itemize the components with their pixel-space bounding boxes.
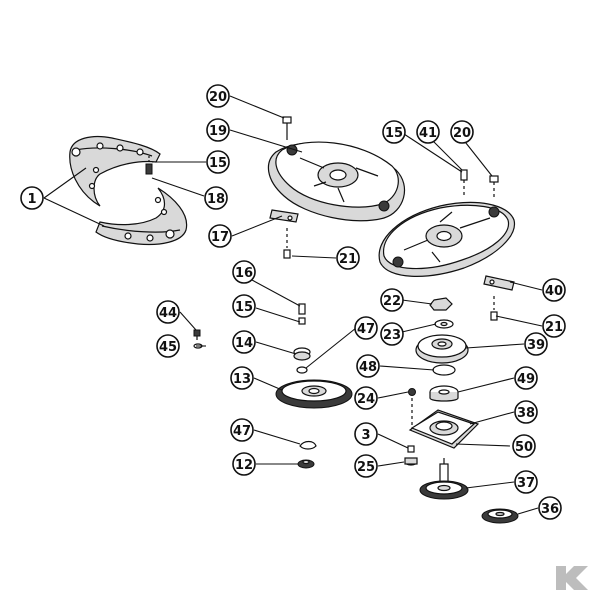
- callout-21-right: 21: [542, 314, 566, 338]
- svg-text:39: 39: [527, 338, 545, 353]
- svg-text:47: 47: [357, 322, 375, 337]
- svg-text:22: 22: [383, 294, 401, 309]
- callout-20-left: 20: [206, 84, 230, 108]
- svg-text:37: 37: [517, 476, 535, 491]
- svg-text:21: 21: [545, 320, 563, 335]
- svg-text:41: 41: [419, 126, 437, 141]
- callout-15-lower: 15: [232, 294, 256, 318]
- part-gear-13: [275, 379, 353, 409]
- callout-39: 39: [524, 332, 548, 356]
- svg-text:49: 49: [517, 372, 535, 387]
- svg-text:25: 25: [357, 460, 375, 475]
- svg-text:15: 15: [209, 156, 227, 171]
- callout-38: 38: [514, 400, 538, 424]
- svg-text:20: 20: [453, 126, 471, 141]
- svg-text:44: 44: [159, 306, 177, 321]
- part-stack-left: [293, 303, 311, 374]
- callout-48: 48: [356, 354, 380, 378]
- callout-41: 41: [416, 120, 440, 144]
- part-bolt-15-left: [145, 156, 153, 175]
- callout-19: 19: [206, 118, 230, 142]
- callout-20-right: 20: [450, 120, 474, 144]
- leader-lines: [43, 95, 543, 515]
- callout-3: 3: [354, 422, 378, 446]
- svg-text:40: 40: [545, 284, 563, 299]
- callout-14: 14: [232, 330, 256, 354]
- part-stack-lower-left: [297, 440, 317, 469]
- part-knife-17: [269, 209, 299, 223]
- svg-text:1: 1: [27, 192, 36, 207]
- svg-text:47: 47: [233, 424, 251, 439]
- svg-text:24: 24: [357, 392, 375, 407]
- svg-text:12: 12: [235, 458, 253, 473]
- part-cutter-disc-left: [267, 141, 406, 222]
- callout-1: 1: [20, 186, 44, 210]
- callout-22: 22: [380, 288, 404, 312]
- callout-16: 16: [232, 260, 256, 284]
- part-bolt-21-left: [283, 228, 291, 259]
- svg-text:16: 16: [235, 266, 253, 281]
- svg-text:18: 18: [207, 192, 225, 207]
- svg-text:15: 15: [235, 300, 253, 315]
- svg-text:45: 45: [159, 340, 177, 355]
- callout-25: 25: [354, 454, 378, 478]
- svg-text:48: 48: [359, 360, 377, 375]
- callout-47-lower: 47: [230, 418, 254, 442]
- part-screw-44-45: [193, 329, 203, 349]
- svg-text:15: 15: [385, 126, 403, 141]
- svg-text:19: 19: [209, 124, 227, 139]
- callout-40: 40: [542, 278, 566, 302]
- callout-21-left: 21: [336, 246, 360, 270]
- callout-15-left: 15: [206, 150, 230, 174]
- part-stack-right: [404, 297, 519, 524]
- brand-logo: [556, 566, 588, 590]
- callout-45: 45: [156, 334, 180, 358]
- callout-13: 13: [230, 366, 254, 390]
- part-knife-40: [483, 275, 515, 291]
- svg-text:36: 36: [541, 502, 559, 517]
- callout-23: 23: [380, 322, 404, 346]
- part-bolts-right: [460, 169, 499, 200]
- callout-36: 36: [538, 496, 562, 520]
- callout-24: 24: [354, 386, 378, 410]
- svg-text:17: 17: [211, 230, 229, 245]
- svg-text:3: 3: [361, 428, 370, 443]
- svg-text:21: 21: [339, 252, 357, 267]
- part-cutter-disc-right: [378, 201, 515, 277]
- callout-44: 44: [156, 300, 180, 324]
- callout-49: 49: [514, 366, 538, 390]
- svg-text:20: 20: [209, 90, 227, 105]
- part-guard-plates: [69, 135, 188, 246]
- svg-text:38: 38: [517, 406, 535, 421]
- callout-37: 37: [514, 470, 538, 494]
- callout-18: 18: [204, 186, 228, 210]
- callout-47-upper: 47: [354, 316, 378, 340]
- svg-text:50: 50: [515, 440, 533, 455]
- svg-text:14: 14: [235, 336, 253, 351]
- callout-15-right: 15: [382, 120, 406, 144]
- svg-text:23: 23: [383, 328, 401, 343]
- part-bolt-20-left: [282, 116, 292, 140]
- callout-50: 50: [512, 434, 536, 458]
- callout-12: 12: [232, 452, 256, 476]
- svg-text:13: 13: [233, 372, 251, 387]
- callout-17: 17: [208, 224, 232, 248]
